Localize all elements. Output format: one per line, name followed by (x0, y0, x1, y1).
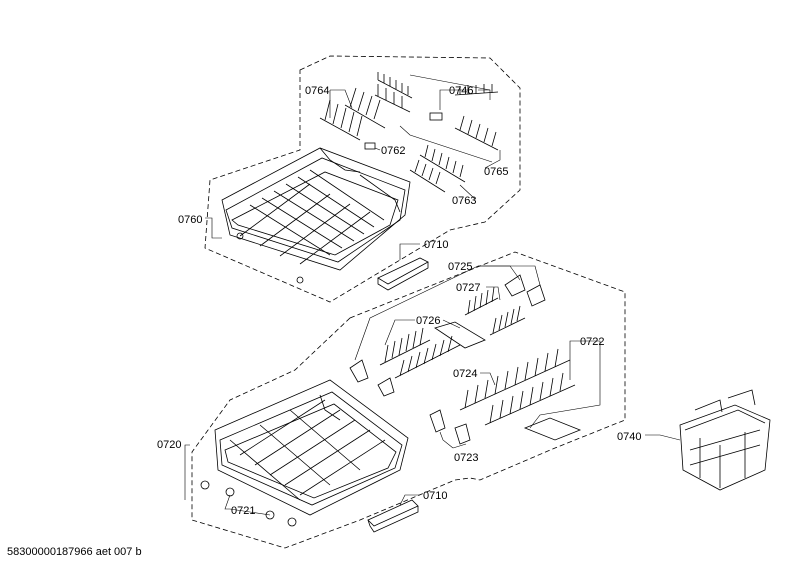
leader-lines (184, 74, 681, 516)
callout-0710-bottom: 0710 (423, 490, 448, 502)
lower-rack-accessories (349, 274, 582, 445)
callout-0762: 0762 (381, 145, 406, 157)
handle-bottom-drawing (367, 499, 419, 527)
callout-0760: 0760 (178, 214, 203, 226)
upper-basket-drawing (221, 147, 411, 284)
lower-group-boundary (191, 251, 626, 549)
callout-0720: 0720 (157, 439, 182, 451)
callout-0726: 0726 (416, 315, 441, 327)
callout-0746: 0746 (449, 85, 474, 97)
callout-0725: 0725 (448, 261, 473, 273)
callout-0723: 0723 (454, 452, 479, 464)
callout-0710-top: 0710 (424, 239, 449, 251)
document-code: 58300000187966 aet 007 b (7, 546, 142, 558)
callout-0722: 0722 (580, 336, 605, 348)
callout-0740: 0740 (617, 431, 642, 443)
callout-0764: 0764 (305, 85, 330, 97)
callout-0724: 0724 (453, 368, 478, 380)
callout-0765: 0765 (484, 166, 509, 178)
handle-top-drawing (377, 257, 429, 285)
cutlery-basket-drawing (679, 389, 771, 491)
callout-0763: 0763 (452, 195, 477, 207)
callout-0727: 0727 (456, 282, 481, 294)
upper-rack-accessories (319, 72, 499, 193)
callout-0721: 0721 (231, 505, 256, 517)
lower-basket-drawing (200, 379, 409, 527)
upper-group-boundary (204, 55, 521, 303)
